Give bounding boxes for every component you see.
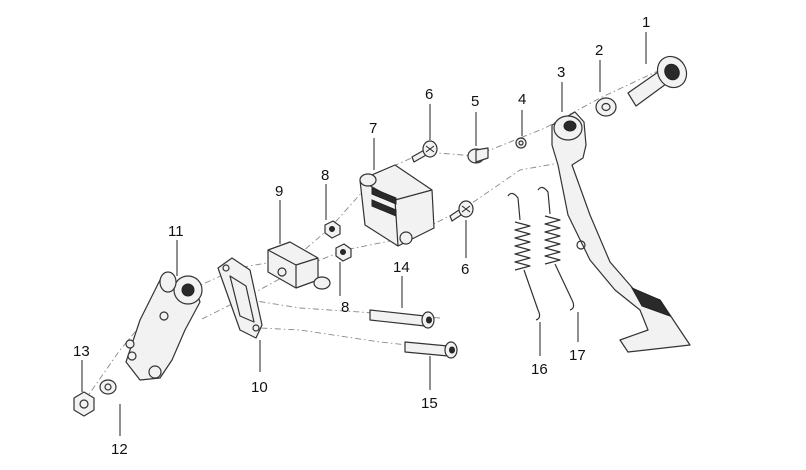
callout-6-lower: 6 [461,261,469,278]
part-8-nut-lower [335,243,352,262]
part-8-nut-upper [324,220,341,239]
callout-8-upper: 8 [321,167,329,184]
callout-5: 5 [471,93,479,110]
part-13-nut [73,391,95,417]
part-17-spring [537,186,575,311]
callout-17: 17 [569,347,586,364]
callout-15: 15 [421,395,438,412]
part-3-side-stand [551,111,691,353]
part-14-bolt [369,309,435,329]
part-15-bolt [404,341,458,359]
part-5-pin [467,147,489,164]
callout-1: 1 [642,14,650,31]
callout-12: 12 [111,441,128,458]
callout-10: 10 [251,379,268,396]
part-7-switch-housing [359,164,435,247]
part-11-bracket [125,271,203,381]
callout-16: 16 [531,361,548,378]
part-12-washer [99,379,117,395]
part-6-screw-top [411,140,438,163]
part-6-screw-lower [449,200,474,222]
callout-6-top: 6 [425,86,433,103]
part-2-washer [595,97,617,117]
callout-13: 13 [73,343,90,360]
part-4-ring [515,137,527,149]
part-10-gasket-plate [217,257,263,339]
part-16-spring [507,192,541,321]
callout-7: 7 [369,120,377,137]
callout-8-lower: 8 [341,299,349,316]
part-1-bolt [627,55,688,107]
callout-9: 9 [275,183,283,200]
callout-leaders [81,32,647,436]
part-9-sensor [267,241,331,290]
callout-11: 11 [168,223,184,240]
callout-3: 3 [557,64,565,81]
callout-labels: 1 2 3 4 5 6 7 8 9 11 8 6 14 13 10 15 16 … [73,14,650,458]
callout-4: 4 [518,91,526,108]
callout-2: 2 [595,42,603,59]
callout-14: 14 [393,259,410,276]
